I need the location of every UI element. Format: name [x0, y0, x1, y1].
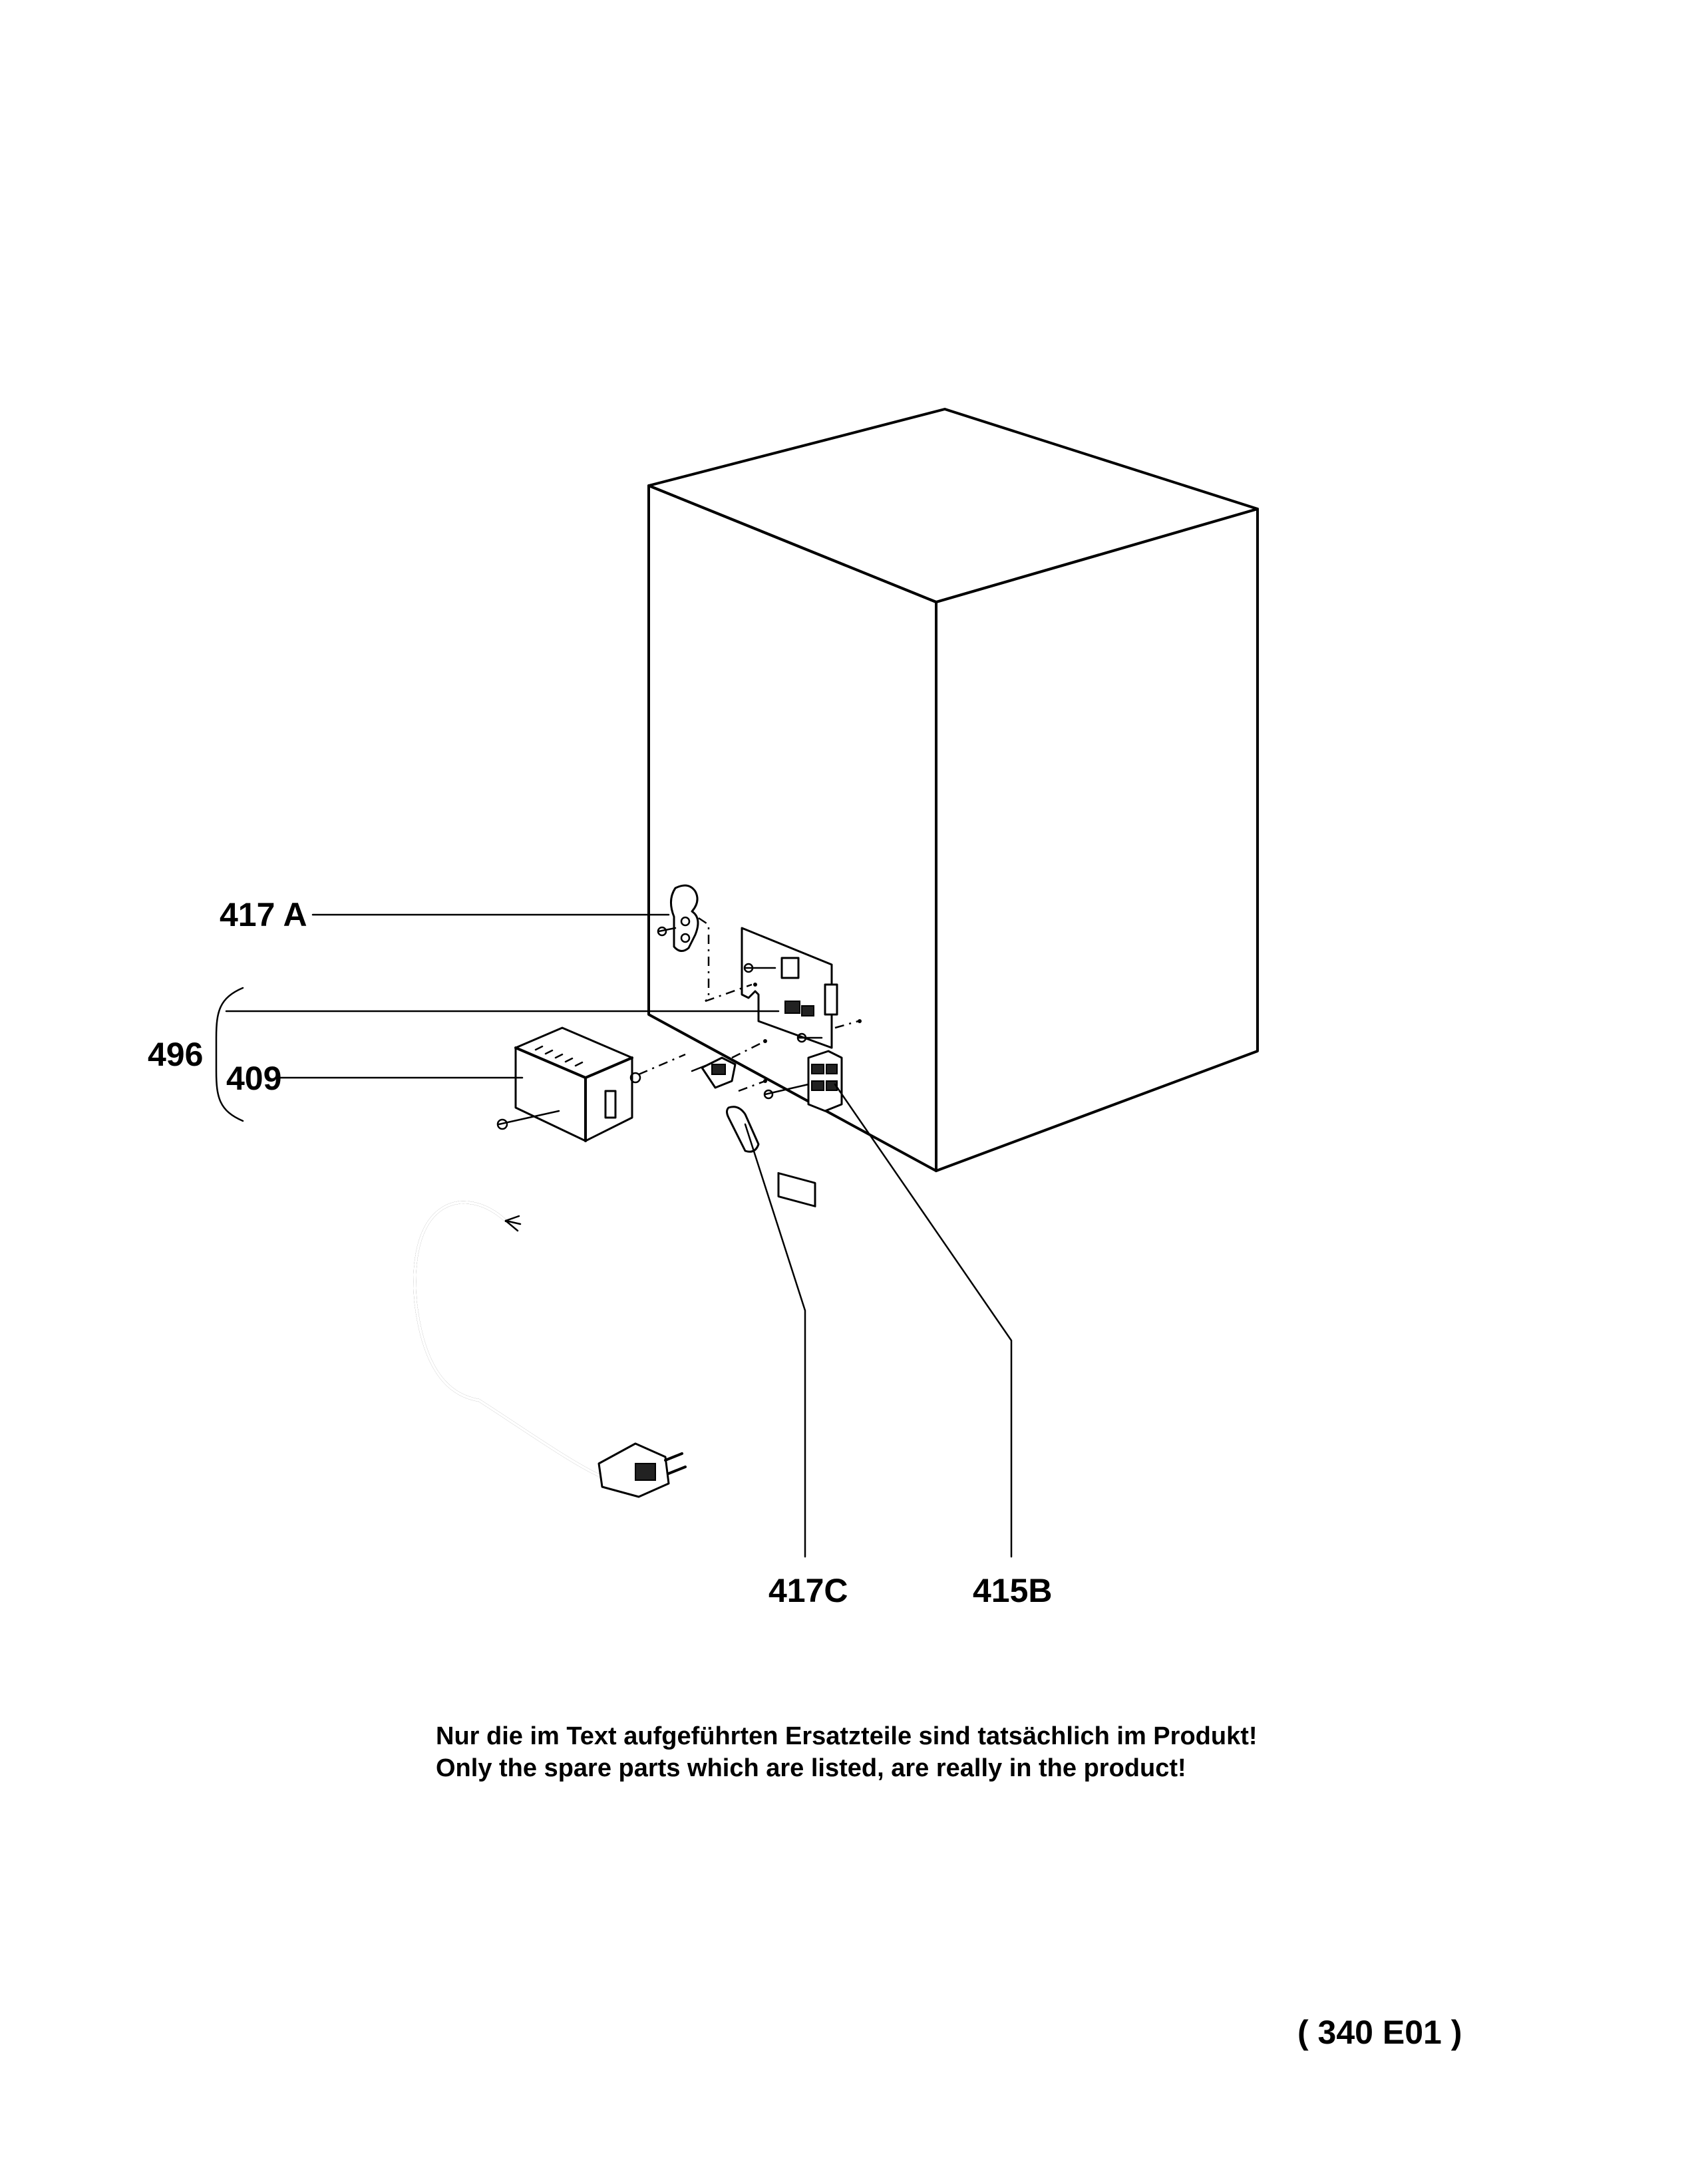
- label-417a: 417 A: [220, 896, 307, 933]
- label-496: 496: [148, 1036, 203, 1073]
- power-cord: [413, 1201, 687, 1498]
- note-german: Nur die im Text aufgeführten Ersatzteile…: [436, 1722, 1258, 1750]
- clip-417a: [657, 884, 710, 1002]
- note-english: Only the spare parts which are listed, a…: [436, 1754, 1186, 1782]
- terminal-block-415b: [763, 1050, 843, 1112]
- label-415b: 415B: [973, 1572, 1053, 1609]
- page-code: ( 340 E01 ): [1297, 2014, 1462, 2051]
- label-409: 409: [226, 1060, 281, 1097]
- clamp-417c: [691, 1039, 767, 1153]
- appliance-cabinet: [647, 408, 1259, 1172]
- leader-lines: [215, 913, 1013, 1558]
- filter-box-409: [496, 1026, 686, 1142]
- cord-wire-ends: [504, 1215, 522, 1232]
- mains-plug: [597, 1442, 687, 1498]
- control-board-496: [705, 927, 862, 1207]
- label-417c: 417C: [768, 1572, 848, 1609]
- vent-slots: [534, 1045, 584, 1067]
